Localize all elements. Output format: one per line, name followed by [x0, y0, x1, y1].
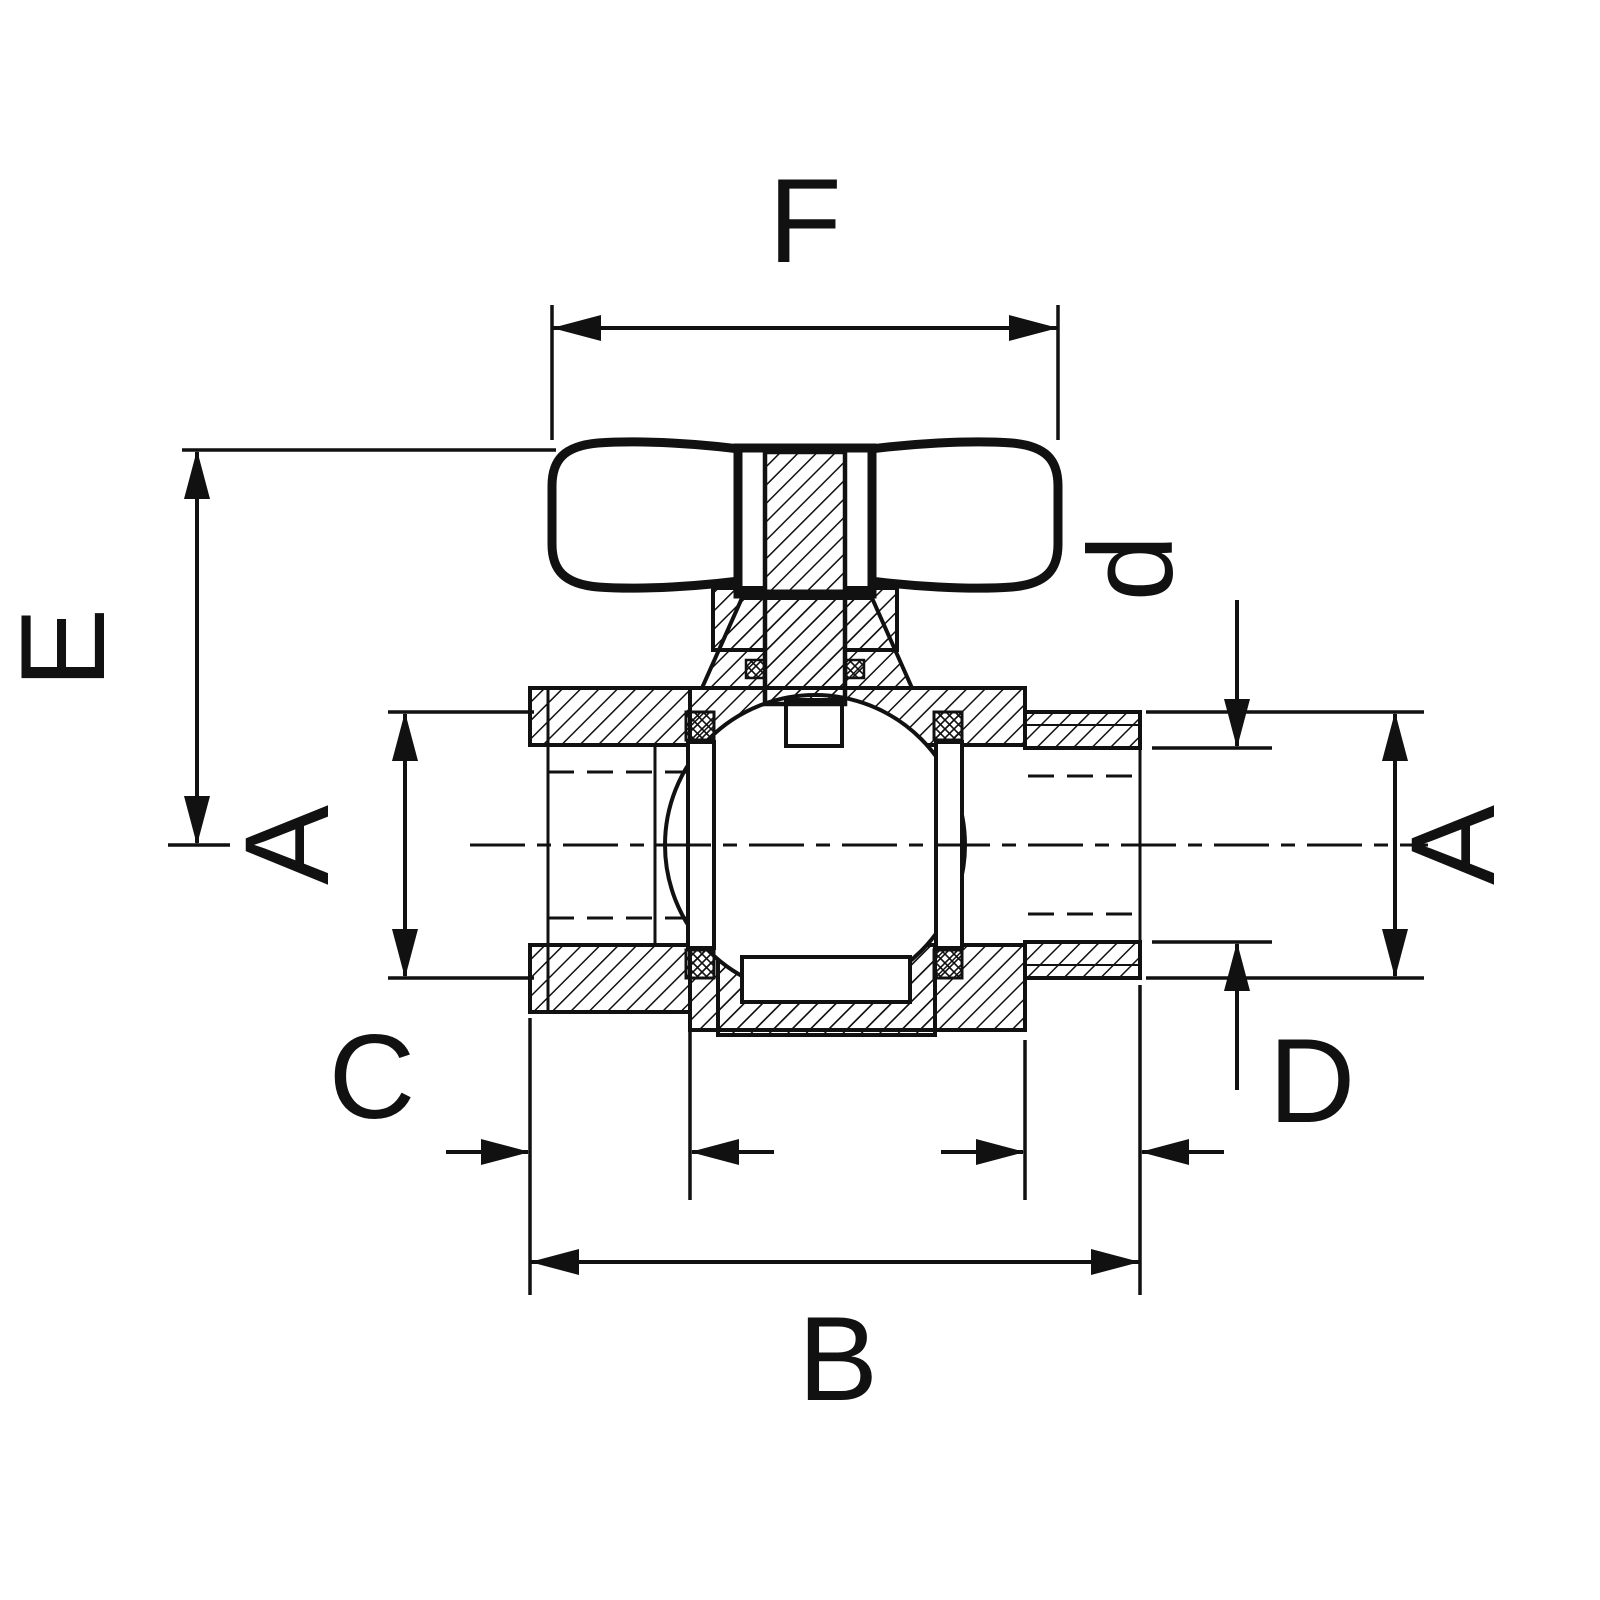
dimension-F-label: F — [768, 154, 841, 288]
dimension-A-left: A — [220, 710, 534, 980]
stem-seal-left — [744, 658, 766, 680]
arrowhead-left-icon — [1140, 1139, 1189, 1165]
nut-bottom-wall — [528, 943, 692, 1014]
stem-seal-right — [844, 658, 866, 680]
handle-wing-left — [547, 437, 767, 593]
left-union-nut — [528, 686, 692, 1014]
arrowhead-left-icon — [530, 1249, 579, 1275]
dimension-E: E — [0, 448, 556, 847]
valve-body — [470, 437, 1428, 1037]
handle-wing-right — [843, 437, 1063, 593]
seal-bottom-right — [932, 948, 964, 980]
arrowhead-up-icon — [392, 712, 418, 761]
gland-left — [711, 586, 767, 652]
arrowhead-right-icon — [1091, 1249, 1140, 1275]
butterfly-handle — [547, 437, 1063, 599]
arrowhead-right-icon — [481, 1139, 530, 1165]
seal-top-left — [684, 710, 716, 742]
retainer-slot — [740, 955, 912, 1004]
arrowhead-down-icon — [1224, 699, 1250, 748]
arrowhead-up-icon — [1382, 712, 1408, 761]
dimension-B: B — [530, 1249, 1140, 1426]
arrowhead-down-icon — [184, 796, 210, 845]
stem — [762, 449, 848, 707]
arrowhead-right-icon — [976, 1139, 1025, 1165]
ball-assembly — [663, 693, 967, 1004]
dimension-D-label: D — [1269, 1014, 1356, 1148]
dimension-C: C — [329, 1010, 774, 1295]
dimension-F: F — [550, 154, 1060, 440]
dimension-d-label: d — [1064, 535, 1198, 602]
dimension-A-right: A — [1146, 710, 1520, 980]
arrowhead-up-icon — [184, 450, 210, 499]
dimension-C-label: C — [329, 1010, 416, 1144]
seal-bottom-left — [684, 948, 716, 980]
thread-bottom-wall — [1023, 940, 1142, 980]
nut-top-wall — [528, 686, 692, 747]
dimensions: F E A A — [0, 154, 1520, 1426]
dimension-D: D — [941, 985, 1355, 1295]
dimension-d: d — [1064, 535, 1272, 1090]
stem-slot — [784, 698, 844, 748]
thread-top-wall — [1023, 710, 1142, 750]
arrowhead-up-icon — [1224, 942, 1250, 991]
dimension-E-label: E — [0, 608, 130, 688]
arrowhead-right-icon — [1009, 315, 1058, 341]
hidden-lines — [470, 770, 1428, 920]
arrowhead-left-icon — [552, 315, 601, 341]
dimension-B-label: B — [798, 1292, 878, 1426]
arrowhead-left-icon — [690, 1139, 739, 1165]
right-male-end — [1023, 688, 1142, 1030]
stem-assembly — [711, 449, 899, 707]
arrowhead-down-icon — [392, 929, 418, 978]
gland-right — [843, 586, 899, 652]
dimension-A-left-label: A — [220, 805, 354, 885]
seal-top-right — [932, 710, 964, 742]
arrowhead-down-icon — [1382, 929, 1408, 978]
dimension-A-right-label: A — [1386, 805, 1520, 885]
